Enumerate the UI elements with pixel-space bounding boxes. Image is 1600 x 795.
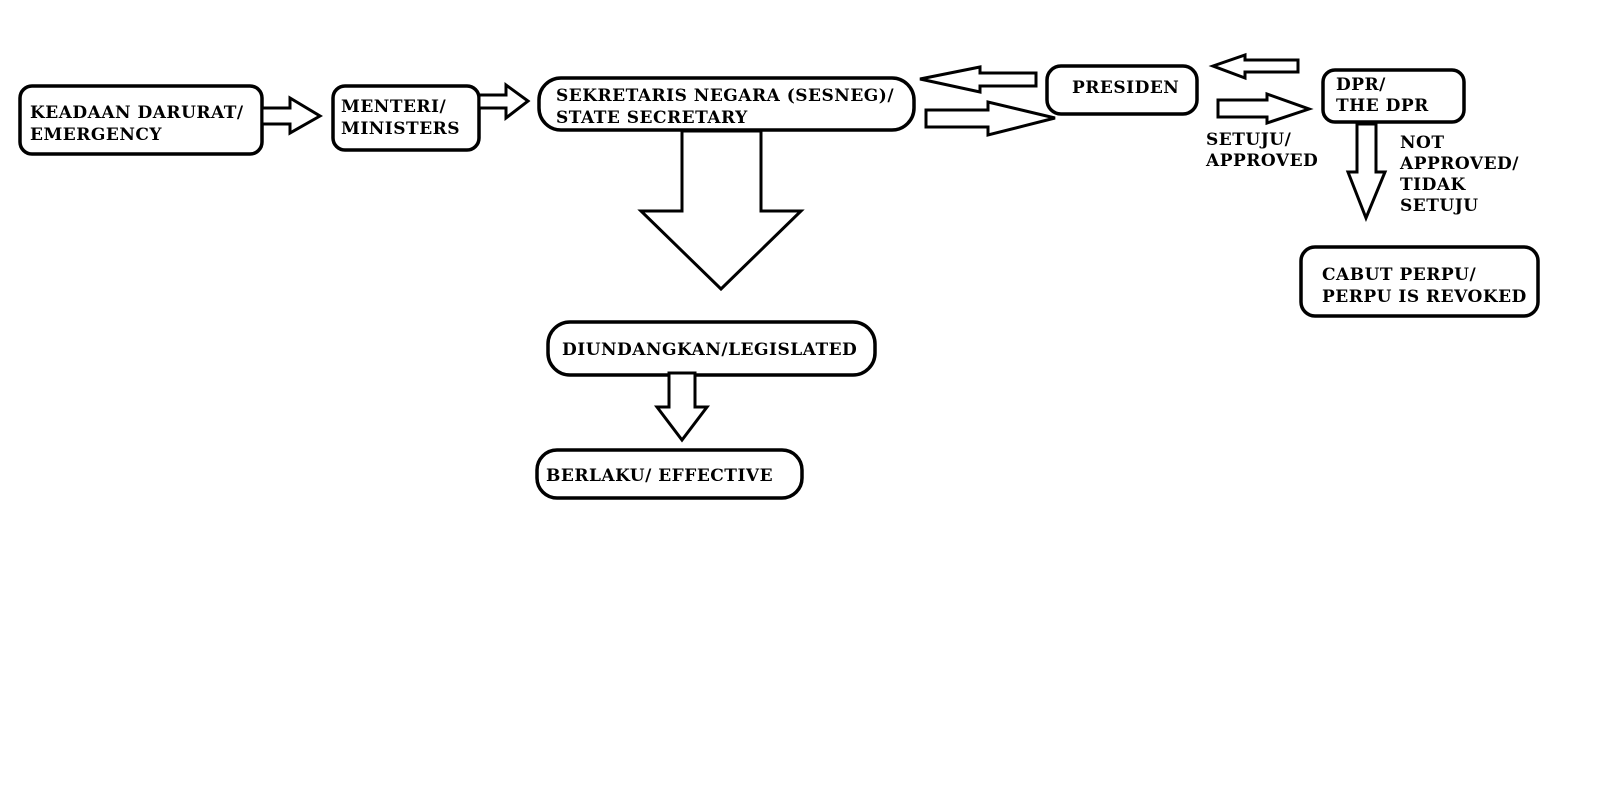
arrow-dpr-to-revoked: [1345, 122, 1388, 223]
arrow-legislated-to-effective: [653, 371, 711, 443]
state-secretary-label-line2: STATE SECRETARY: [556, 108, 748, 128]
arrow-president-to-dpr: [1216, 91, 1314, 126]
effective-node-box: [535, 448, 804, 500]
ministers-label-line1: MENTERI/: [341, 97, 447, 117]
dpr-label-line1: DPR/: [1336, 75, 1386, 95]
state-secretary-label-line1: SEKRETARIS NEGARA (SESNEG)/: [556, 86, 894, 106]
dpr-node-box: [1321, 68, 1466, 124]
arrow-dpr-to-president: [1208, 52, 1300, 81]
legislated-label: DIUNDANGKAN/LEGISLATED: [562, 340, 857, 360]
president-label: PRESIDEN: [1072, 78, 1179, 98]
revoked-label-line2: PERPU IS REVOKED: [1322, 287, 1527, 307]
not-approved-label-line2: APPROVED/: [1399, 154, 1519, 174]
approved-label-line1: SETUJU/: [1206, 130, 1292, 150]
ministers-node-box: [331, 84, 481, 152]
arrow-state-secretary-to-legislated: [637, 129, 805, 292]
not-approved-label-line3: TIDAK: [1400, 175, 1467, 195]
not-approved-label-line1: NOT: [1400, 133, 1445, 153]
dpr-label-line2: THE DPR: [1336, 96, 1429, 116]
revoked-label-line1: CABUT PERPU/: [1322, 265, 1476, 285]
arrow-ministers-to-state-secretary: [477, 82, 531, 122]
emergency-label-line2: EMERGENCY: [30, 125, 162, 145]
arrow-president-to-state-secretary: [924, 100, 1056, 137]
ministers-label-line2: MINISTERS: [341, 119, 460, 139]
president-node-box: [1045, 64, 1199, 116]
approved-label-line2: APPROVED: [1205, 151, 1318, 171]
arrow-emergency-to-ministers: [260, 95, 323, 136]
legislated-node-box: [546, 320, 877, 377]
emergency-label-line1: KEADAAN DARURAT/: [30, 103, 244, 123]
arrow-state-secretary-to-president: [919, 65, 1038, 94]
not-approved-label-line4: SETUJU: [1400, 196, 1479, 216]
effective-label: BERLAKU/ EFFECTIVE: [546, 466, 773, 486]
revoked-node-box: [1299, 245, 1540, 318]
